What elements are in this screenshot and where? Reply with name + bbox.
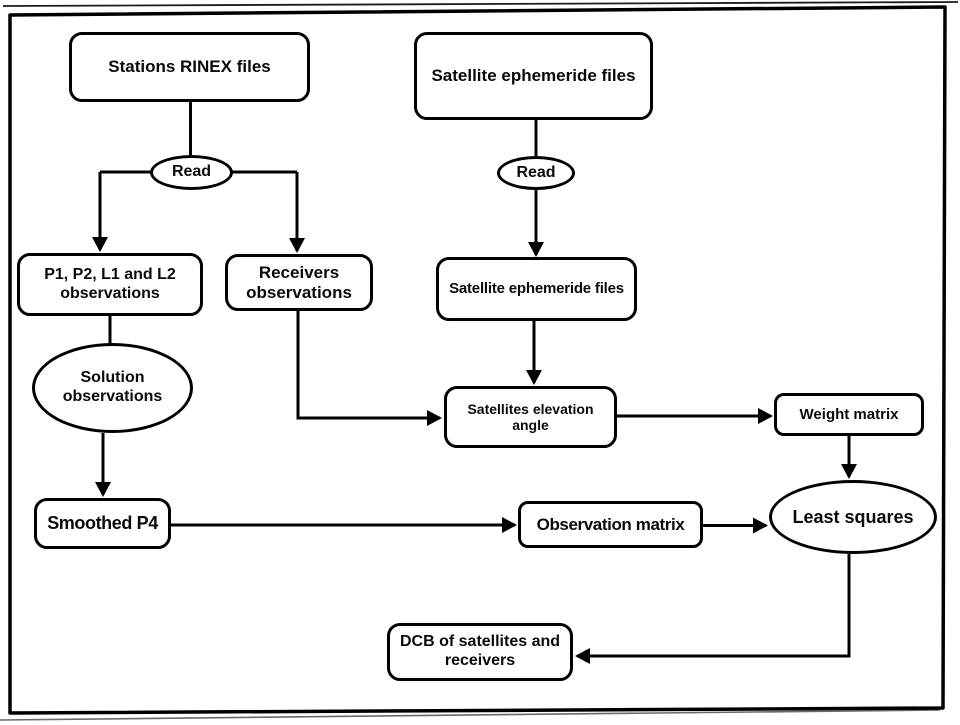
- node-least-squares: Least squares: [769, 480, 937, 554]
- outer-bottom-line: [0, 709, 941, 721]
- node-smoothed-p4: Smoothed P4: [34, 498, 171, 549]
- node-weight-matrix: Weight matrix: [774, 393, 924, 436]
- outer-top-line: [2, 1, 959, 7]
- node-p1-p2-l1-l2-observations: P1, P2, L1 and L2 observations: [17, 253, 203, 316]
- node-receivers-observations: Receivers observations: [225, 254, 373, 311]
- node-observation-matrix: Observation matrix: [518, 501, 703, 548]
- edge-receivers-to-elevation: [296, 311, 442, 426]
- node-satellites-elevation-angle: Satellites elevation angle: [444, 386, 617, 448]
- node-solution-observations: Solution observations: [32, 343, 193, 433]
- node-stations-rinex-files: Stations RINEX files: [69, 32, 310, 102]
- node-read-left: Read: [150, 155, 233, 190]
- edge-leastsquares-to-dcb: [575, 554, 851, 664]
- node-satellite-ephemeride-files-mid: Satellite ephemeride files: [436, 257, 637, 321]
- node-dcb-of-satellites-and-receivers: DCB of satellites and receivers: [387, 623, 573, 681]
- node-satellite-ephemeride-files-top: Satellite ephemeride files: [414, 32, 653, 120]
- node-read-right: Read: [497, 156, 575, 190]
- figure-border: [8, 5, 947, 715]
